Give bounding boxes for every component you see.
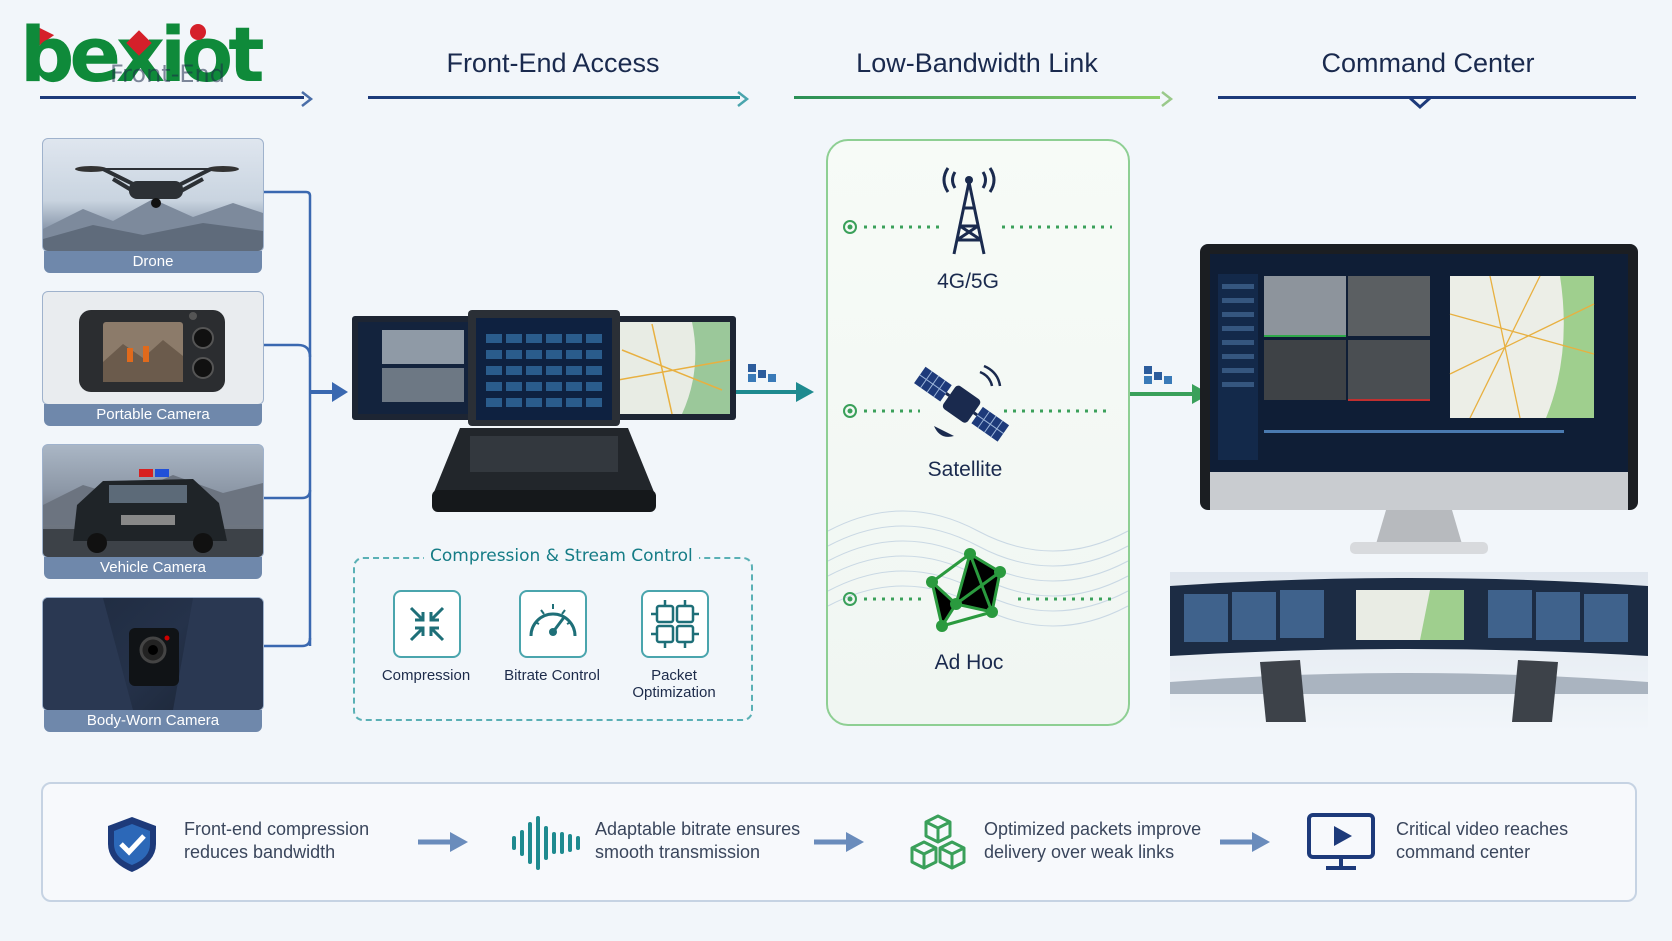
low-bandwidth-link-panel bbox=[826, 139, 1130, 726]
arrow-right-icon bbox=[418, 832, 468, 852]
benefit-1-line-2: reduces bandwidth bbox=[184, 842, 336, 862]
logo-red-dot bbox=[190, 24, 206, 40]
column-title-front-end-access: Front-End Access bbox=[446, 48, 660, 78]
network-label-4g5g: 4G/5G bbox=[937, 270, 999, 293]
column-title-ghost: Front-End bbox=[110, 60, 225, 88]
link-dotted-line-4g bbox=[843, 220, 1112, 234]
benefit-2-line-2: smooth transmission bbox=[595, 842, 761, 862]
link-dotted-line-satellite bbox=[843, 404, 1112, 418]
command-center-monitor bbox=[1200, 244, 1638, 564]
column-title-command-center: Command Center bbox=[1321, 48, 1535, 78]
benefit-2-line-1: Adaptable bitrate ensures bbox=[595, 819, 801, 839]
control-room-graphic bbox=[1170, 572, 1648, 734]
desktop-monitor-graphic bbox=[1200, 244, 1638, 554]
column-underline-1 bbox=[40, 96, 304, 99]
drone-image bbox=[42, 138, 264, 252]
benefit-4-line-2: command center bbox=[1396, 842, 1531, 862]
gauge-icon bbox=[529, 604, 577, 637]
shield-check-icon bbox=[108, 817, 156, 872]
chevron-right-icon bbox=[301, 91, 314, 107]
benefit-3-line-2: delivery over weak links bbox=[984, 842, 1175, 862]
compression-panel-title: Compression & Stream Control bbox=[424, 546, 699, 566]
benefit-1-line-1: Front-end compression bbox=[184, 819, 370, 839]
device-label-body-worn-camera: Body-Worn Camera bbox=[44, 710, 262, 732]
device-connector-lines bbox=[264, 190, 348, 648]
chevron-right-icon bbox=[737, 91, 750, 107]
device-label-portable-camera: Portable Camera bbox=[44, 404, 262, 426]
bitrate-control-icon-tile bbox=[519, 590, 587, 658]
column-underline-4 bbox=[1218, 96, 1636, 99]
compression-icon-tile bbox=[393, 590, 461, 658]
device-label-vehicle-camera: Vehicle Camera bbox=[44, 557, 262, 579]
waveform-icon bbox=[512, 816, 580, 870]
arrow-right-icon bbox=[814, 832, 864, 852]
column-title-low-bandwidth-link: Low-Bandwidth Link bbox=[856, 48, 1098, 78]
body-camera-image bbox=[42, 597, 264, 711]
monitor-play-icon bbox=[1307, 813, 1375, 870]
column-underline-2 bbox=[368, 96, 740, 99]
packet-optimization-icon-tile bbox=[641, 590, 709, 658]
benefit-4-line-1: Critical video reaches bbox=[1396, 819, 1569, 839]
column-underline-3 bbox=[794, 96, 1160, 99]
arrow-right-icon bbox=[1220, 832, 1270, 852]
portable-camera-icon bbox=[79, 310, 225, 392]
data-flow-arrow-1 bbox=[736, 364, 814, 402]
circuit-puzzle-icon bbox=[651, 600, 699, 648]
device-label-drone: Drone bbox=[44, 251, 262, 273]
packet-optimization-label-2: Optimization bbox=[632, 684, 716, 701]
link-dotted-line-adhoc bbox=[843, 592, 1112, 606]
compression-label: Compression bbox=[381, 667, 471, 684]
packet-optimization-label-1: Packet bbox=[651, 667, 697, 684]
control-room-photo bbox=[1170, 572, 1648, 734]
cubes-icon bbox=[910, 814, 966, 870]
logo-wordmark: bexiot bbox=[20, 10, 265, 100]
brand-logo: bexiot Front-End bbox=[18, 10, 265, 100]
benefit-3-line-1: Optimized packets improve bbox=[984, 819, 1202, 839]
vehicle-camera-image bbox=[42, 444, 264, 558]
chevron-down-icon bbox=[1408, 96, 1432, 110]
drone-icon bbox=[43, 166, 263, 251]
rugged-laptop-graphic bbox=[352, 310, 736, 512]
compress-arrows-icon bbox=[409, 606, 445, 642]
network-label-satellite: Satellite bbox=[927, 458, 1003, 481]
satellite-icon bbox=[914, 364, 1010, 442]
bitrate-control-label: Bitrate Control bbox=[504, 667, 600, 684]
portable-camera-image bbox=[42, 291, 264, 405]
cell-tower-icon bbox=[942, 167, 996, 255]
chevron-right-icon bbox=[1161, 91, 1174, 107]
body-worn-camera-icon bbox=[43, 598, 263, 710]
mesh-network-icon bbox=[926, 548, 1006, 632]
police-car-icon bbox=[43, 469, 263, 557]
rugged-laptop bbox=[352, 310, 736, 515]
network-label-adhoc: Ad Hoc bbox=[934, 651, 1004, 674]
